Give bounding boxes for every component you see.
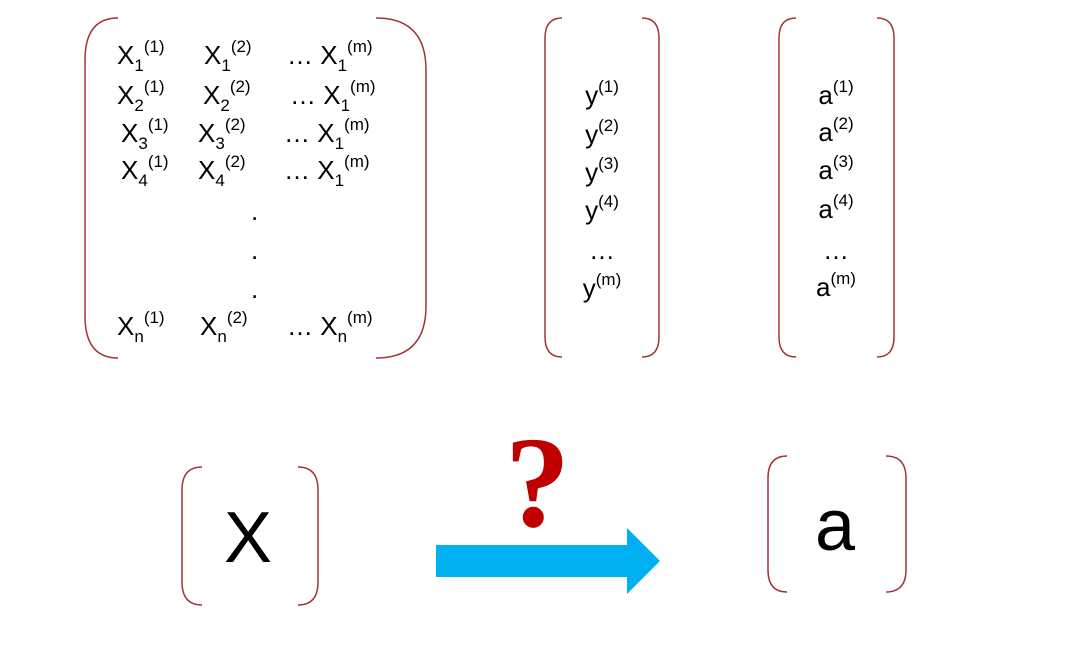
input-x-right-bracket	[297, 466, 319, 606]
matrix-x-row-n: Xn(1)	[117, 308, 165, 346]
arrow-right-icon	[436, 528, 660, 594]
vector-y-entry-m: y(m)	[582, 270, 622, 303]
matrix-x-row-4: X4(1)	[121, 152, 169, 190]
matrix-x-row-4-col-2: X4(2)	[198, 152, 246, 190]
matrix-x-row-1-col-2: X1(2)	[204, 37, 252, 75]
matrix-x-row-1-col-3: … X1(m)	[287, 37, 373, 75]
vector-y-right-bracket	[641, 17, 660, 358]
matrix-x-row-1: X1(1)	[117, 37, 165, 75]
vector-y-entry-1: y(1)	[585, 77, 619, 110]
vector-a-right-bracket	[876, 17, 895, 358]
vector-a-entry-2: a(2)	[818, 114, 854, 147]
matrix-x-row-2-col-2: X2(2)	[203, 77, 251, 115]
vector-y-entry-4: y(4)	[585, 192, 619, 225]
matrix-x-vdot-2: .	[251, 235, 259, 265]
vector-y-ellipsis: …	[589, 235, 615, 265]
vector-a-entry-3: a(3)	[818, 152, 854, 185]
input-x-label: X	[224, 498, 273, 578]
matrix-x-row-n-col-2: Xn(2)	[200, 308, 248, 346]
input-x-left-bracket	[181, 466, 203, 606]
vector-y-left-bracket	[544, 17, 563, 358]
matrix-x-row-2-col-3: … X1(m)	[290, 77, 376, 115]
vector-y-entry-3: y(3)	[585, 154, 619, 187]
vector-a-left-bracket	[778, 17, 797, 358]
vector-a-entry-1: a(1)	[818, 77, 854, 110]
matrix-x-row-2: X2(1)	[117, 77, 165, 115]
matrix-x-vdot-1: .	[251, 196, 259, 226]
output-a-right-bracket	[885, 455, 907, 593]
vector-a-entry-m: a(m)	[816, 269, 856, 302]
vector-a-entry-4: a(4)	[818, 191, 854, 224]
matrix-x-right-bracket	[375, 17, 427, 359]
matrix-x-r1-c1: X1(1)	[117, 37, 165, 75]
vector-a-ellipsis: …	[823, 235, 849, 265]
vector-y-entry-2: y(2)	[585, 116, 619, 149]
question-mark: ?	[505, 411, 570, 555]
matrix-x-row-n-col-3: … Xn(m)	[287, 308, 373, 346]
output-a-label: a	[815, 486, 856, 566]
matrix-x-row-3: X3(1)	[121, 115, 169, 153]
matrix-x-row-3-col-2: X3(2)	[198, 115, 246, 153]
matrix-x-vdot-3: .	[251, 274, 259, 304]
output-a-left-bracket	[767, 455, 788, 593]
matrix-x-row-4-col-3: … X1(m)	[284, 152, 370, 190]
matrix-x-left-bracket	[84, 17, 119, 359]
matrix-x-row-3-col-3: … X1(m)	[284, 115, 370, 153]
